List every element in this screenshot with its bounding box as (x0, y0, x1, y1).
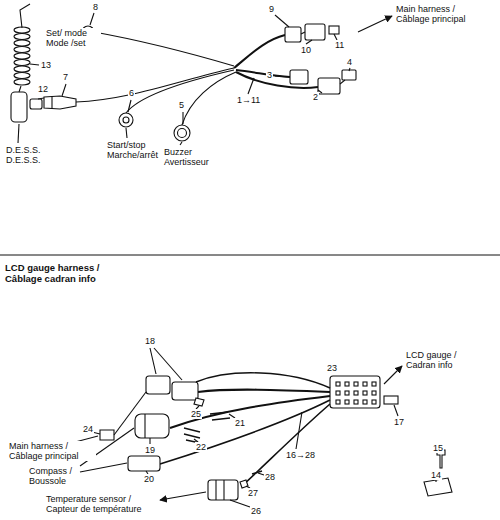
callout-number: 17 (393, 417, 405, 427)
connector-18 (146, 376, 170, 394)
callout-number: 14 (430, 470, 442, 480)
callout-number: 19 (144, 445, 156, 455)
callout-number: 16→28 (285, 450, 316, 460)
callout-number: 9 (268, 4, 275, 14)
connector-10 (305, 24, 325, 40)
callout-number: 22 (195, 442, 207, 452)
callout-number: 8 (92, 2, 99, 12)
callout-number: 2 (312, 92, 319, 102)
start-stop-switch (119, 113, 133, 127)
part-label: D.E.S.S. D.E.S.S. (5, 145, 52, 165)
callout-number: 11 (334, 40, 345, 50)
connector-19 (135, 414, 169, 438)
connector-3 (290, 70, 308, 84)
callout-number: 21 (234, 418, 246, 428)
callout-number: 5 (178, 100, 185, 110)
part-label: Main harness / Câblage principal (395, 4, 483, 24)
pin-grid (336, 382, 376, 404)
callout-number: 12 (37, 84, 49, 94)
callout-number: 3 (266, 70, 273, 80)
part-label: Start/stop Marche/arrêt (106, 140, 171, 160)
plate-14 (424, 478, 452, 496)
pins-21 (210, 412, 230, 420)
part-label: LCD gauge / Cadran info (405, 350, 466, 370)
callout-number: 6 (128, 88, 135, 98)
callout-number: 10 (300, 45, 312, 55)
callout-number: 13 (40, 60, 52, 70)
callout-number: 4 (346, 57, 353, 67)
callout-number: 15 (432, 443, 444, 453)
part-label: Compass / Boussole (28, 466, 75, 486)
connector-7 (44, 96, 76, 109)
terminal-11 (329, 26, 339, 34)
callout-number: 26 (250, 506, 262, 516)
connector-20 (128, 456, 160, 471)
clip-24 (100, 430, 114, 440)
connector-9 (285, 27, 301, 42)
pins-22 (184, 428, 200, 443)
connector-18 (172, 382, 198, 400)
coil-cord (14, 4, 30, 85)
wire (126, 70, 234, 113)
callout-number: 27 (247, 488, 259, 498)
seal-17 (384, 396, 398, 404)
callout-number: 18 (144, 336, 156, 346)
separator-line (0, 255, 500, 256)
part-label: Buzzer Avertisseur (163, 147, 224, 167)
section-heading: LCD gauge harness / Câblage cadran info (4, 262, 120, 284)
connector-23 (330, 376, 380, 408)
callout-number: 28 (264, 472, 276, 482)
wire (94, 32, 234, 66)
connector-4 (342, 70, 356, 80)
callout-number: 23 (326, 363, 338, 373)
connector-12 (30, 99, 42, 109)
buzzer (174, 125, 190, 141)
connector-2 (318, 78, 340, 94)
callout-number: 24 (82, 424, 94, 434)
callout-number: 20 (143, 474, 155, 484)
part-label: Set/ mode Mode /set (45, 28, 101, 48)
connector-26 (208, 480, 238, 500)
wire (76, 68, 234, 102)
part-label: Main harness / Câblage principal (8, 441, 96, 461)
callout-number: 7 (62, 72, 69, 82)
wire (182, 72, 236, 125)
dess-cap (11, 92, 27, 122)
part-25 (194, 398, 204, 406)
callout-number: 25 (190, 409, 202, 419)
part-label: Temperature sensor / Capteur de températ… (45, 494, 155, 514)
callout-number: 1→11 (236, 95, 261, 105)
